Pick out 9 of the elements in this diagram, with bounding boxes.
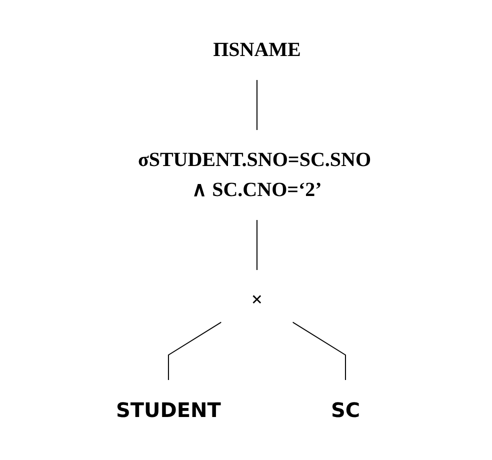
node-text: σSTUDENT.SNO=SC.SNO ∧ SC.CNO=‘2’	[138, 149, 371, 201]
connector	[256, 220, 258, 270]
node-text: STUDENT	[116, 398, 221, 422]
node-text: ΠSNAME	[213, 39, 301, 61]
node-text: SC	[330, 398, 360, 422]
connector	[168, 322, 222, 380]
connector	[256, 80, 258, 130]
connector	[292, 322, 346, 380]
node-text: ×	[251, 289, 263, 311]
